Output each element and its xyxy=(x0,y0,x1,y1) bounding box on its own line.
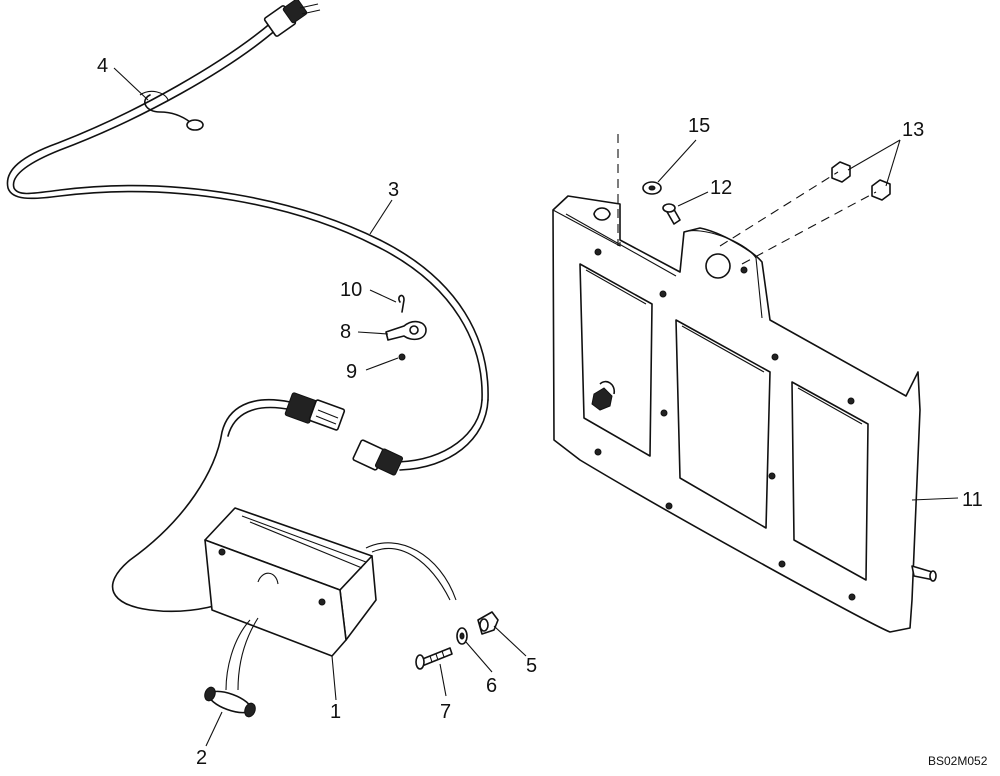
callout-1: 1 xyxy=(330,701,341,723)
lamp-assembly xyxy=(204,507,457,691)
harness-connector-pair xyxy=(111,392,404,613)
callout-10: 10 xyxy=(340,279,362,301)
bulb xyxy=(204,686,256,718)
clip-hardware xyxy=(385,294,427,361)
callout-13: 13 xyxy=(902,119,924,141)
callout-9: 9 xyxy=(346,361,357,383)
leader-lines xyxy=(113,67,959,747)
callout-12: 12 xyxy=(710,177,732,199)
callout-6: 6 xyxy=(486,675,497,697)
wire-harness xyxy=(6,0,489,471)
drawing-code: BS02M052 xyxy=(928,754,988,768)
mounting-bracket xyxy=(552,195,937,633)
top-connector xyxy=(263,0,321,37)
callout-15: 15 xyxy=(688,115,710,137)
callout-3: 3 xyxy=(388,179,399,201)
ground-terminal xyxy=(139,90,204,131)
callout-11: 11 xyxy=(962,489,983,511)
callout-5: 5 xyxy=(526,655,537,677)
callout-7: 7 xyxy=(440,701,451,723)
callout-2: 2 xyxy=(196,747,207,769)
fastener-hardware xyxy=(415,611,499,670)
callout-4: 4 xyxy=(97,55,108,77)
bracket-hardware xyxy=(617,134,891,265)
callout-8: 8 xyxy=(340,321,351,343)
callout-labels: 4 3 10 8 9 1 2 7 6 5 11 12 15 13 xyxy=(97,55,983,769)
